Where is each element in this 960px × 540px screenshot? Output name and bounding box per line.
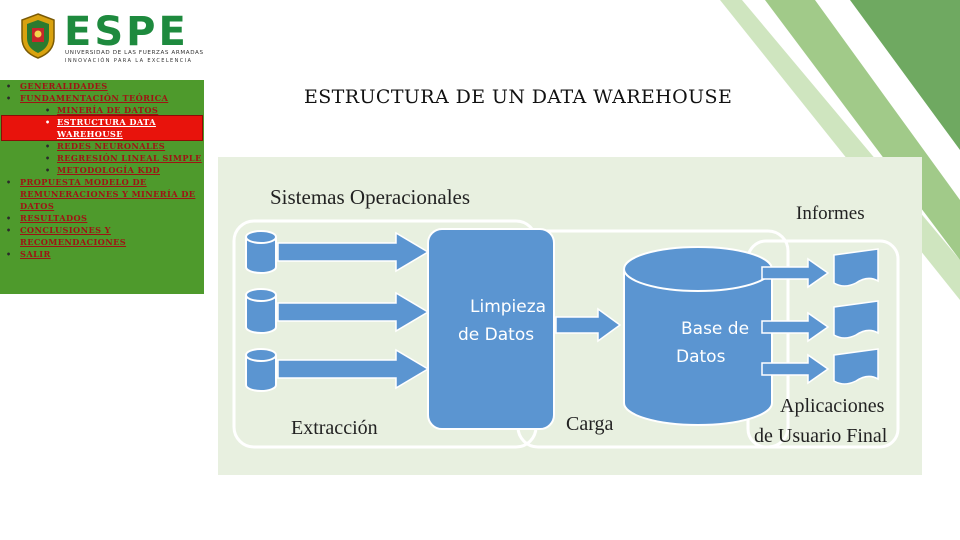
source-database-icons bbox=[245, 230, 277, 392]
data-warehouse-diagram: Sistemas Operacionales Informes Limpieza… bbox=[218, 157, 922, 475]
extraction-arrows bbox=[277, 231, 430, 390]
report-document-icons bbox=[833, 248, 879, 385]
label-aplicaciones: Aplicaciones bbox=[780, 395, 885, 417]
limpieza-box bbox=[427, 228, 555, 430]
label-sistemas-operacionales: Sistemas Operacionales bbox=[270, 185, 471, 209]
nav-item-redes-neuronales[interactable]: REDES NEURONALES bbox=[0, 140, 204, 152]
slide-title: ESTRUCTURA DE UN DATA WAREHOUSE bbox=[304, 86, 733, 108]
nav-item-regresion-lineal-simple[interactable]: REGRESIÓN LINEAL SIMPLE bbox=[0, 152, 204, 164]
espe-logo: ESPE UNIVERSIDAD DE LAS FUERZAS ARMADAS … bbox=[18, 9, 203, 66]
nav-item-mineria-de-datos[interactable]: MINERÍA DE DATOS bbox=[0, 104, 204, 116]
label-usuario-final: de Usuario Final bbox=[754, 425, 888, 447]
label-carga: Carga bbox=[566, 413, 614, 435]
university-crest-icon bbox=[21, 13, 55, 59]
carga-arrow bbox=[555, 307, 622, 343]
diagram-shapes bbox=[232, 219, 900, 449]
output-arrows bbox=[761, 257, 830, 385]
nav-item-generalidades[interactable]: GENERALIDADES bbox=[0, 80, 204, 92]
nav-item-fundamentacion-teorica[interactable]: FUNDAMENTACIÓN TEÓRICA bbox=[0, 92, 204, 104]
slide-navigation-menu: GENERALIDADES FUNDAMENTACIÓN TEÓRICA MIN… bbox=[0, 80, 204, 294]
label-extraccion: Extracción bbox=[291, 417, 378, 439]
label-de-datos: de Datos bbox=[458, 325, 535, 345]
label-datos: Datos bbox=[676, 347, 726, 367]
label-base-de: Base de bbox=[681, 319, 750, 339]
nav-item-conclusiones[interactable]: CONCLUSIONES Y RECOMENDACIONES bbox=[0, 224, 204, 248]
label-limpieza: Limpieza bbox=[470, 297, 547, 317]
logo-subtitle: UNIVERSIDAD DE LAS FUERZAS ARMADAS bbox=[65, 50, 204, 56]
data-warehouse-cylinder-icon bbox=[623, 246, 773, 426]
nav-item-resultados[interactable]: RESULTADOS bbox=[0, 212, 204, 224]
logo-wordmark: ESPE bbox=[64, 9, 189, 55]
logo-tagline: INNOVACIÓN PARA LA EXCELENCIA bbox=[65, 58, 193, 64]
nav-item-salir[interactable]: SALIR bbox=[0, 248, 204, 260]
label-informes: Informes bbox=[796, 203, 865, 224]
nav-item-propuesta-modelo[interactable]: PROPUESTA MODELO DE REMUNERACIONES Y MIN… bbox=[0, 176, 204, 212]
nav-item-estructura-data-warehouse[interactable]: ESTRUCTURA DATA WAREHOUSE bbox=[1, 115, 203, 141]
nav-item-metodologia-kdd[interactable]: METODOLOGÍA KDD bbox=[0, 164, 204, 176]
